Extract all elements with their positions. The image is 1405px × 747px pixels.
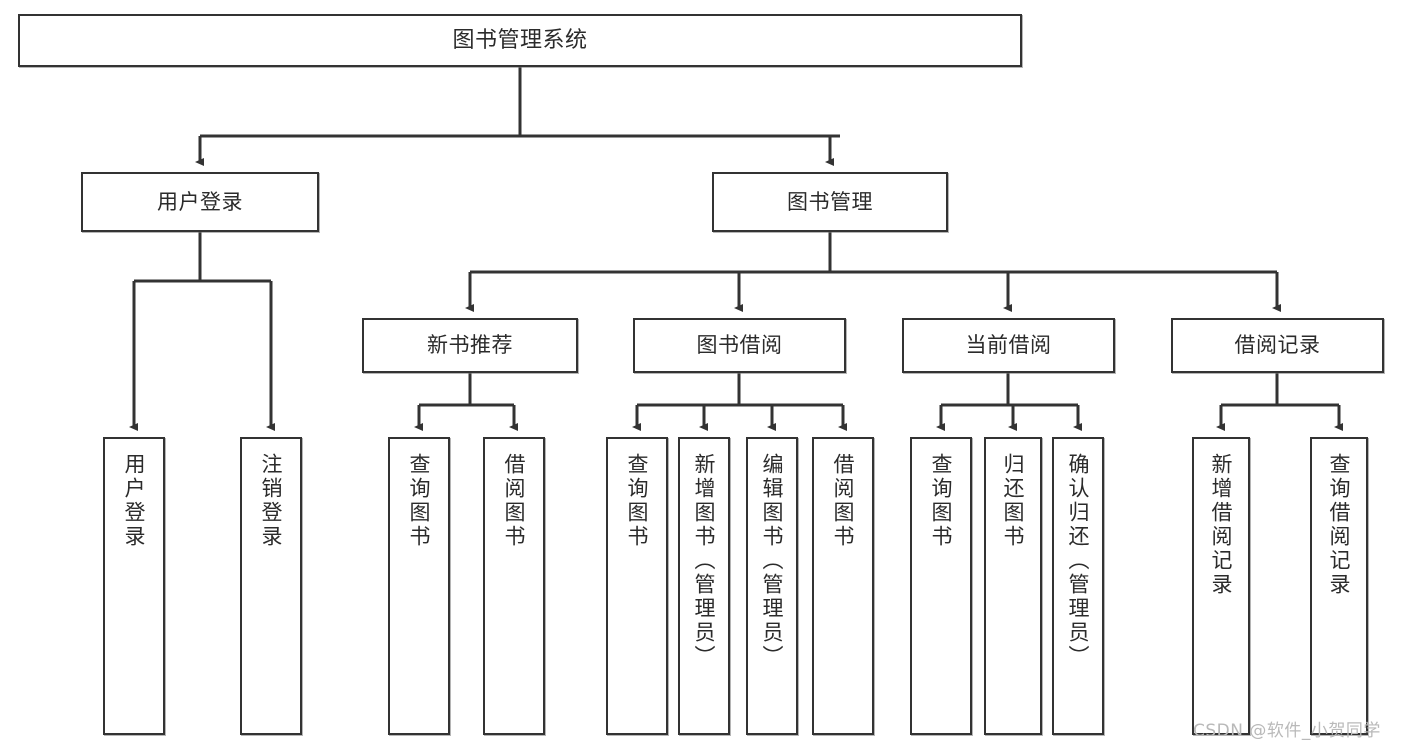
node-borrow-record[interactable]: 借阅记录 bbox=[1171, 318, 1384, 373]
node-borrow-book-rec-label: 借阅图书 bbox=[502, 453, 527, 549]
node-book-borrow[interactable]: 图书借阅 bbox=[633, 318, 846, 373]
node-root-label: 图书管理系统 bbox=[452, 27, 588, 53]
node-confirm-return-admin-label: 确认归还（管理员） bbox=[1066, 453, 1091, 669]
node-book-manage-label: 图书管理 bbox=[787, 189, 873, 214]
csdn-watermark: CSDN @软件_小贺同学 bbox=[1193, 721, 1381, 741]
node-query-book-rec-label: 查询图书 bbox=[407, 453, 432, 549]
node-add-borrow-record-label: 新增借阅记录 bbox=[1209, 453, 1234, 597]
node-query-borrow-record[interactable]: 查询借阅记录 bbox=[1310, 437, 1368, 735]
node-query-borrow-record-label: 查询借阅记录 bbox=[1327, 453, 1352, 597]
node-edit-book-admin-label: 编辑图书（管理员） bbox=[760, 453, 785, 669]
node-query-book-borrow[interactable]: 查询图书 bbox=[606, 437, 668, 735]
node-user-login-label: 用户登录 bbox=[157, 189, 243, 214]
node-add-book-admin-label: 新增图书（管理员） bbox=[692, 453, 717, 669]
node-borrow-book-rec[interactable]: 借阅图书 bbox=[483, 437, 545, 735]
node-book-manage[interactable]: 图书管理 bbox=[712, 172, 948, 232]
node-add-borrow-record[interactable]: 新增借阅记录 bbox=[1192, 437, 1250, 735]
node-new-book-recommend[interactable]: 新书推荐 bbox=[362, 318, 578, 373]
node-edit-book-admin[interactable]: 编辑图书（管理员） bbox=[746, 437, 798, 735]
node-confirm-return-admin[interactable]: 确认归还（管理员） bbox=[1052, 437, 1104, 735]
node-return-book-label: 归还图书 bbox=[1001, 453, 1026, 549]
node-new-book-recommend-label: 新书推荐 bbox=[427, 333, 513, 358]
node-user-login-action[interactable]: 用户登录 bbox=[103, 437, 165, 735]
node-logout-action-label: 注销登录 bbox=[259, 453, 284, 549]
node-query-book-current-label: 查询图书 bbox=[929, 453, 954, 549]
node-query-book-rec[interactable]: 查询图书 bbox=[388, 437, 450, 735]
node-borrow-book-action[interactable]: 借阅图书 bbox=[812, 437, 874, 735]
node-current-borrow[interactable]: 当前借阅 bbox=[902, 318, 1115, 373]
node-logout-action[interactable]: 注销登录 bbox=[240, 437, 302, 735]
node-query-book-current[interactable]: 查询图书 bbox=[910, 437, 972, 735]
node-return-book[interactable]: 归还图书 bbox=[984, 437, 1042, 735]
node-borrow-book-action-label: 借阅图书 bbox=[831, 453, 856, 549]
node-root[interactable]: 图书管理系统 bbox=[18, 14, 1022, 67]
node-current-borrow-label: 当前借阅 bbox=[965, 333, 1052, 358]
node-user-login-action-label: 用户登录 bbox=[122, 453, 147, 549]
node-user-login[interactable]: 用户登录 bbox=[81, 172, 319, 232]
node-add-book-admin[interactable]: 新增图书（管理员） bbox=[678, 437, 730, 735]
node-query-book-borrow-label: 查询图书 bbox=[625, 453, 650, 549]
node-book-borrow-label: 图书借阅 bbox=[696, 333, 783, 358]
node-borrow-record-label: 借阅记录 bbox=[1234, 333, 1321, 358]
